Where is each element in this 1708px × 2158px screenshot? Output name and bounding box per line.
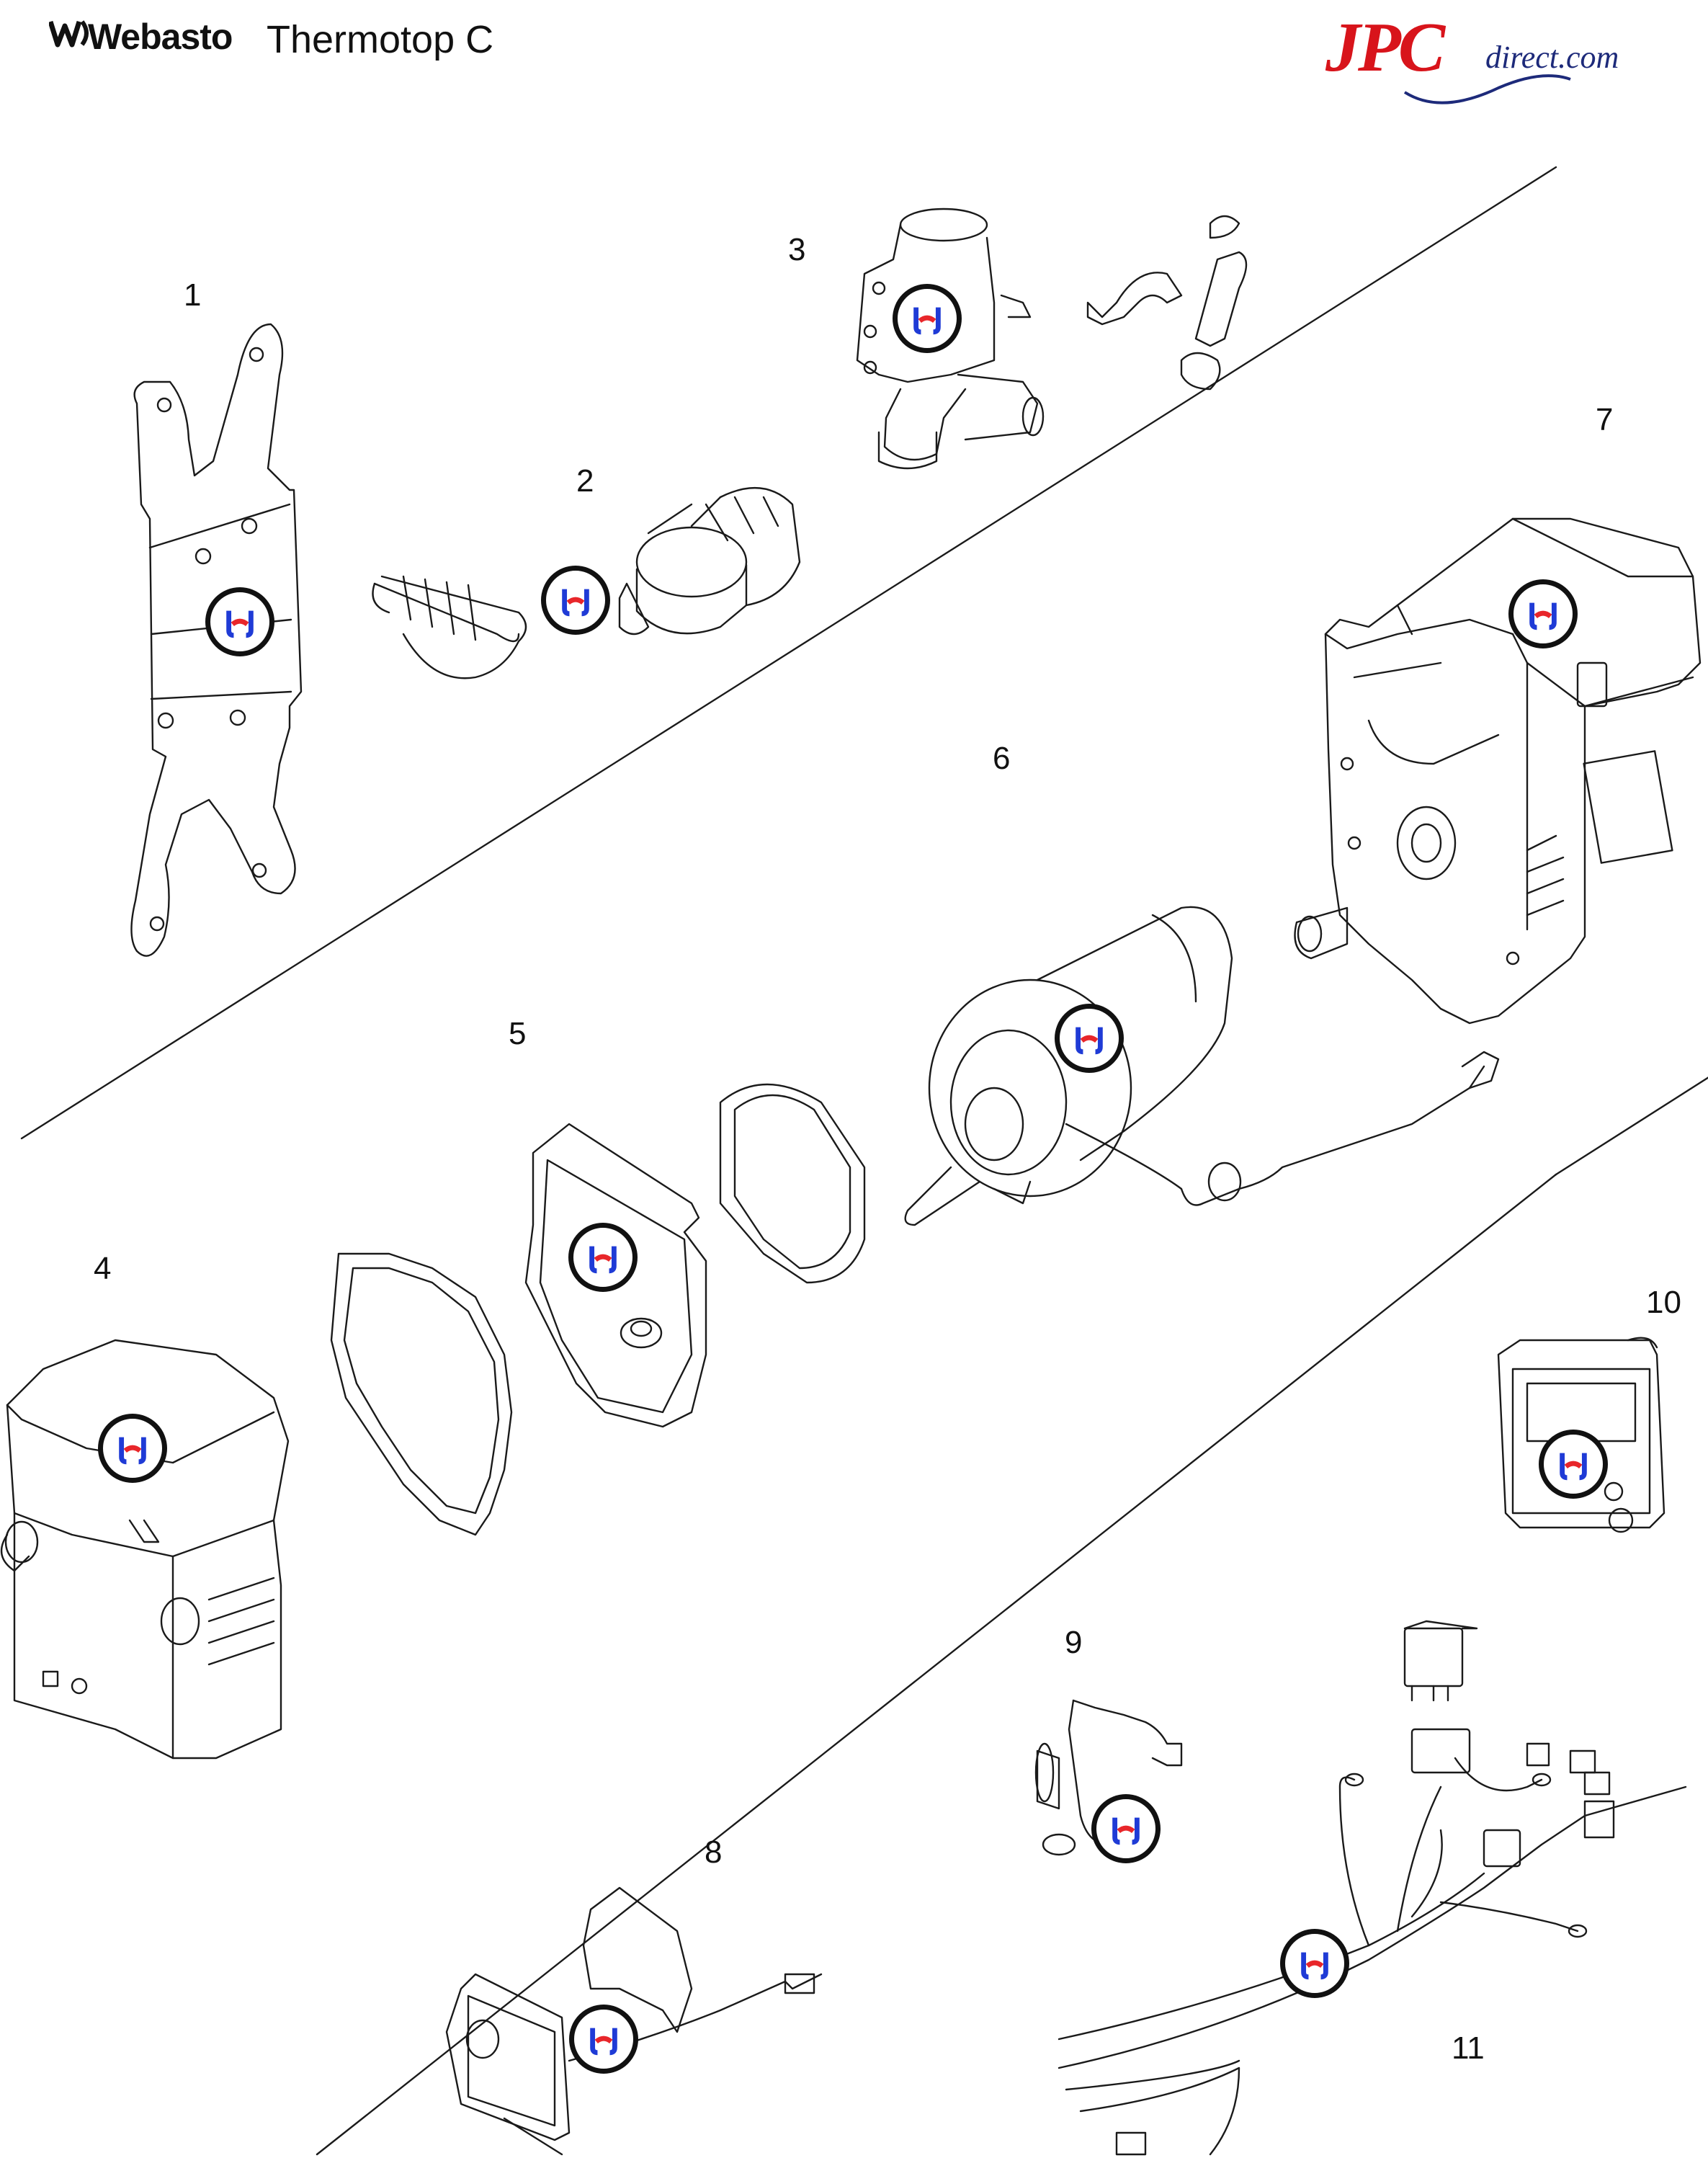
- webasto-logo-icon: [49, 20, 89, 48]
- part-number-1: 1: [184, 277, 202, 313]
- direct-text: direct.com: [1485, 40, 1619, 75]
- part-3-hotspot-icon[interactable]: [893, 284, 962, 353]
- part-number-6: 6: [993, 741, 1011, 776]
- part-5-hotspot-icon[interactable]: [568, 1223, 638, 1292]
- part-11-wiring-harness: [1058, 1620, 1687, 2156]
- part-number-9: 9: [1065, 1625, 1083, 1660]
- part-1-hotspot-icon[interactable]: [205, 587, 274, 656]
- part-10-hotspot-icon[interactable]: [1539, 1430, 1608, 1499]
- part-6-hotspot-icon[interactable]: [1055, 1004, 1124, 1073]
- part-number-8: 8: [705, 1834, 723, 1870]
- part-6-burner-motor: [904, 906, 1500, 1226]
- part-number-7: 7: [1596, 402, 1614, 437]
- part-7-heater-housing: [1294, 517, 1702, 1025]
- part-1-bracket: [130, 323, 303, 957]
- part-4-hotspot-icon[interactable]: [98, 1414, 167, 1483]
- header: Webasto Thermotop C JPC direct.com: [0, 0, 1708, 115]
- part-number-10: 10: [1646, 1285, 1681, 1320]
- brand-name: Webasto: [88, 17, 233, 57]
- part-11-hotspot-icon[interactable]: [1280, 1929, 1349, 1998]
- part-8-hotspot-icon[interactable]: [569, 2005, 638, 2074]
- divider-line: [1555, 1076, 1708, 1176]
- model-name: Thermotop C: [267, 18, 494, 61]
- part-8-control-unit: [445, 1886, 823, 2156]
- jpc-text: JPC: [1325, 9, 1445, 86]
- divider-line: [316, 1173, 1557, 2156]
- part-3-pump: [856, 208, 1248, 470]
- part-number-4: 4: [94, 1251, 112, 1286]
- part-4-heat-exchanger: [0, 1339, 290, 1760]
- part-2-hose-filter: [372, 486, 801, 679]
- part-5-gaskets: [330, 1083, 866, 1536]
- divider-line: [20, 166, 1557, 1140]
- jpc-direct-logo-icon[interactable]: JPC direct.com: [1325, 7, 1642, 108]
- part-number-11: 11: [1452, 2030, 1485, 2066]
- part-number-3: 3: [788, 232, 806, 267]
- part-number-2: 2: [576, 463, 594, 499]
- part-2-hotspot-icon[interactable]: [541, 566, 610, 635]
- part-7-hotspot-icon[interactable]: [1508, 579, 1578, 648]
- part-number-5: 5: [509, 1016, 527, 1051]
- part-9-hotspot-icon[interactable]: [1091, 1794, 1161, 1863]
